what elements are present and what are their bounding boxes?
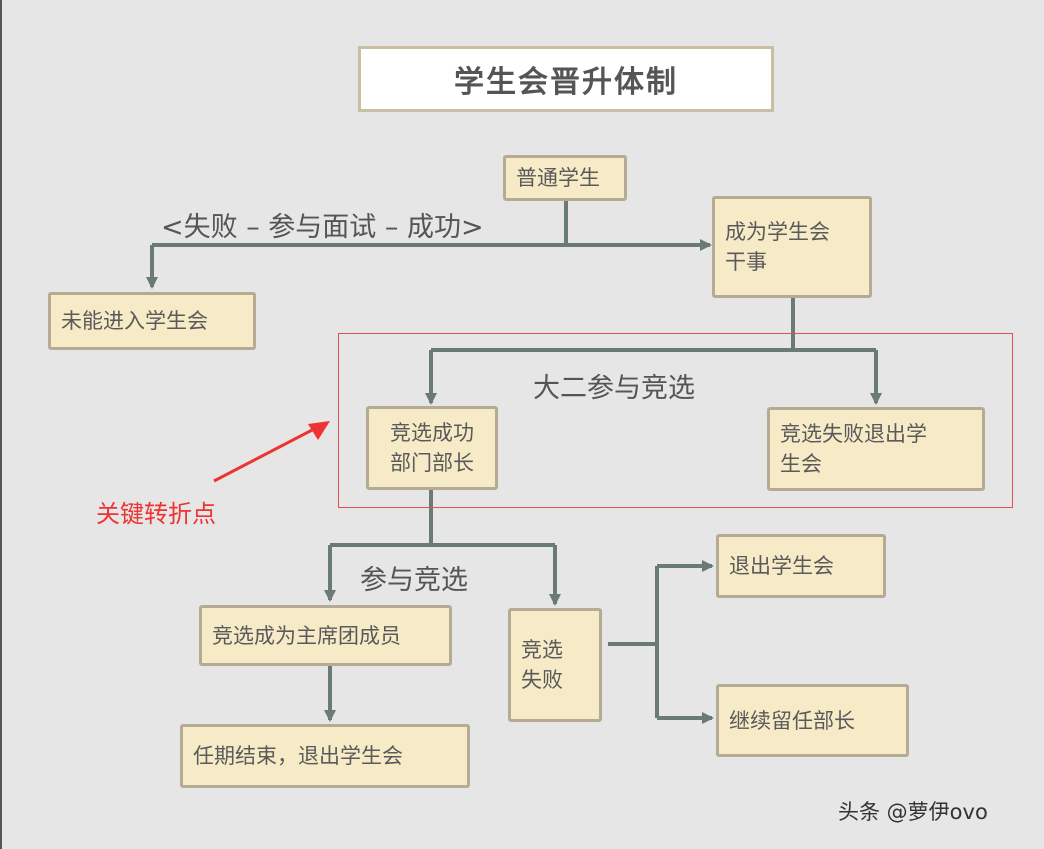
node-term-end-exit: 任期结束，退出学生会	[180, 724, 470, 788]
label-join-election: 参与竞选	[360, 565, 468, 596]
node-not-admitted: 未能进入学生会	[48, 292, 256, 350]
node-election-fail: 竞选 失败	[508, 608, 602, 722]
page-title: 学生会晋升体制	[358, 46, 774, 112]
annotation-key-turning-point: 关键转折点	[96, 500, 216, 528]
node-become-officer: 成为学生会 干事	[712, 196, 872, 298]
annotation-arrow	[213, 421, 330, 483]
node-election-fail-exit: 竞选失败退出学 生会	[767, 407, 985, 491]
label-interview: <失败 – 参与面试 – 成功>	[161, 212, 484, 243]
node-election-success: 竞选成功 部门部长	[366, 406, 498, 490]
label-sophomore-election: 大二参与竞选	[533, 373, 695, 404]
node-exit-union: 退出学生会	[716, 534, 886, 598]
left-border	[0, 0, 2, 849]
watermark: 头条 @萝伊ovo	[838, 800, 988, 824]
node-ordinary-student: 普通学生	[503, 155, 627, 201]
node-continue-minister: 继续留任部长	[716, 684, 909, 757]
key-turning-point-frame	[338, 333, 1013, 508]
node-presidium-member: 竞选成为主席团成员	[199, 605, 452, 666]
